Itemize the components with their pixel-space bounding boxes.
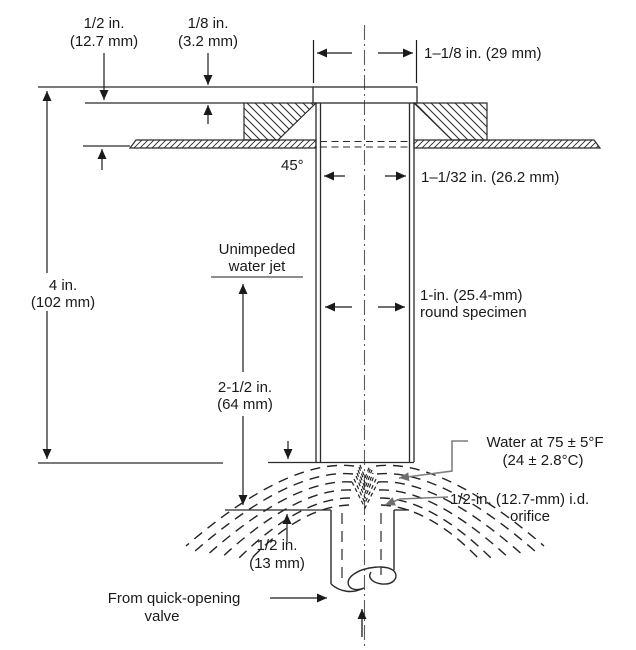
- label-dim-half-top-1: 1/2 in.: [84, 15, 125, 32]
- dimension-half-inch-standoff: [282, 441, 293, 542]
- water-temp-leader: [398, 440, 468, 482]
- water-spray-arcs: [185, 464, 545, 562]
- label-valve-1: From quick-opening: [108, 590, 241, 607]
- label-water-temp-1: Water at 75 ± 5°F: [486, 434, 603, 451]
- clamp-blocks: [243, 102, 488, 141]
- mounting-plate: [128, 139, 602, 149]
- label-dim-eighth-1: 1/8 in.: [188, 15, 229, 32]
- label-dim-eighth-2: (3.2 mm): [178, 33, 238, 50]
- label-unimpeded-2: water jet: [228, 258, 287, 275]
- pipe-break-curl: [330, 566, 397, 593]
- label-dim-half-gap-2: (13 mm): [249, 555, 305, 572]
- orifice-leader: [384, 496, 449, 506]
- label-specimen-2: round specimen: [420, 304, 527, 321]
- dimension-cap-width: [312, 40, 418, 83]
- label-dim-cap-width: 1–1/8 in. (29 mm): [424, 45, 542, 62]
- holder-cap: [312, 86, 418, 104]
- label-dim-half-top-2: (12.7 mm): [70, 33, 138, 50]
- reference-lines: [38, 86, 409, 511]
- jet-impact-chevrons: [351, 464, 379, 510]
- label-dim-four-2: (102 mm): [31, 294, 95, 311]
- label-specimen-1: 1-in. (25.4-mm): [420, 287, 523, 304]
- left-clamp-block: [243, 102, 318, 141]
- supply-pipe: [330, 510, 397, 593]
- label-unimpeded-1: Unimpeded: [219, 241, 296, 258]
- label-dim-two-half-1: 2-1/2 in.: [218, 379, 272, 396]
- label-water-temp-2: (24 ± 2.8°C): [503, 452, 584, 469]
- label-dim-half-gap-1: 1/2 in.: [257, 537, 298, 554]
- label-dim-bore: 1–1/32 in. (26.2 mm): [421, 169, 559, 186]
- label-orifice-2: orifice: [510, 508, 550, 525]
- label-orifice-1: 1/2-in. (12.7-mm) i.d.: [450, 491, 589, 508]
- label-chamfer-angle: 45°: [281, 157, 304, 174]
- label-dim-two-half-2: (64 mm): [217, 396, 273, 413]
- label-dim-four-1: 4 in.: [49, 277, 77, 294]
- specimen-holder: [268, 86, 418, 464]
- dimension-half-inch-top: [97, 53, 109, 170]
- right-clamp-block: [412, 102, 488, 141]
- label-valve-2: valve: [144, 608, 179, 625]
